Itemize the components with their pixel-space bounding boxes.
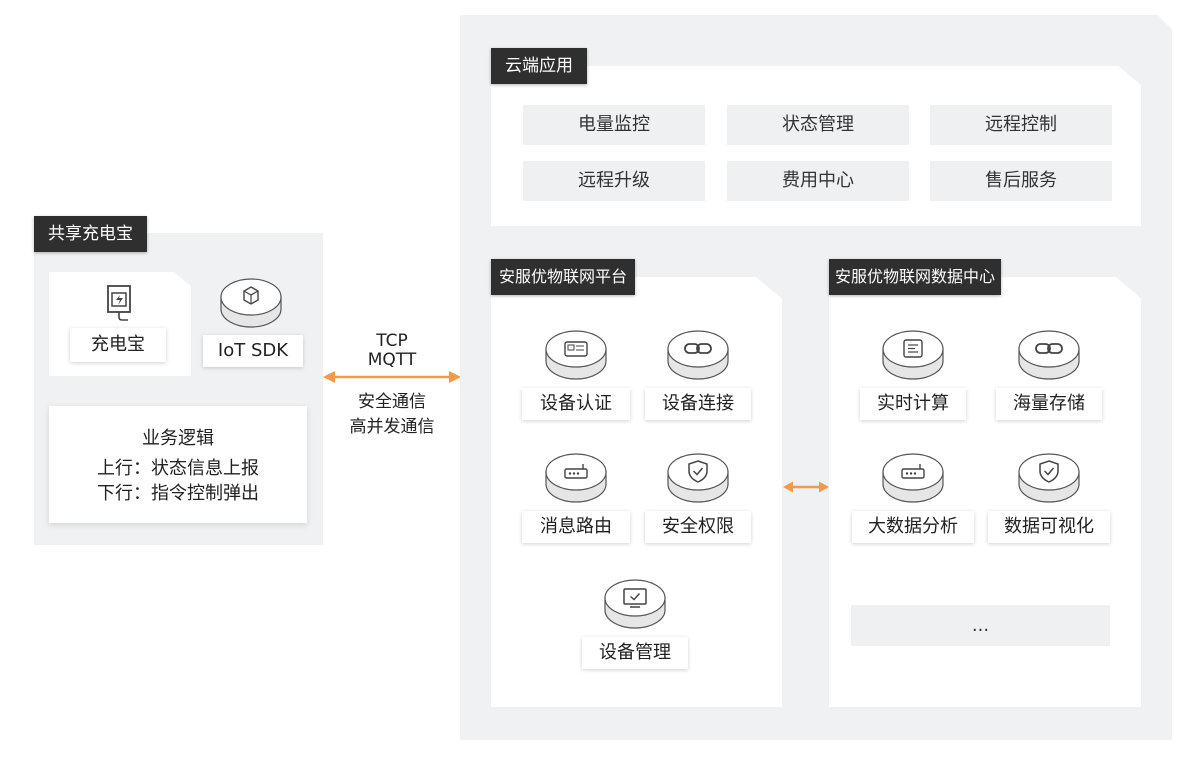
- datacenter-item-mass-storage: 海量存储: [996, 388, 1102, 420]
- visual-shield-icon: [1018, 450, 1080, 504]
- bigdata-router-icon: [882, 450, 944, 504]
- link-icon: [667, 327, 729, 381]
- platform-item-device-auth: 设备认证: [522, 388, 630, 420]
- power-bank-icon: [104, 283, 138, 323]
- platform-item-security-permission: 安全权限: [645, 511, 751, 543]
- app-billing-center: 费用中心: [727, 161, 909, 201]
- datacenter-more: ...: [851, 605, 1110, 646]
- datacenter-title: 安服优物联网数据中心: [829, 259, 1002, 295]
- list-icon: [882, 327, 944, 381]
- storage-link-icon: [1018, 327, 1080, 381]
- business-logic-up: 上行：状态信息上报: [97, 458, 259, 479]
- business-logic-card: [49, 406, 307, 523]
- app-remote-upgrade: 远程升级: [523, 161, 705, 201]
- app-remote-control: 远程控制: [930, 105, 1112, 145]
- feature-secure: 安全通信: [358, 392, 426, 412]
- sdk-label: IoT SDK: [203, 335, 303, 367]
- app-status-management: 状态管理: [727, 105, 909, 145]
- platform-card: [491, 277, 782, 707]
- app-power-monitor: 电量监控: [523, 105, 705, 145]
- platform-item-message-routing: 消息路由: [522, 511, 630, 543]
- datacenter-item-big-data: 大数据分析: [852, 511, 974, 543]
- monitor-check-icon: [604, 576, 666, 630]
- datacenter-item-data-visualization: 数据可视化: [988, 511, 1110, 543]
- platform-item-device-connect: 设备连接: [645, 388, 751, 420]
- bidirectional-arrow-main: [322, 369, 462, 389]
- app-after-sales: 售后服务: [930, 161, 1112, 201]
- cloud-apps-card: [491, 66, 1141, 226]
- sdk-cube-icon: [220, 275, 282, 329]
- datacenter-item-realtime-compute: 实时计算: [860, 388, 966, 420]
- bidirectional-arrow-platform-datacenter: [782, 479, 830, 499]
- cloud-apps-title: 云端应用: [491, 48, 587, 84]
- business-logic-title: 业务逻辑: [142, 428, 214, 449]
- left-panel-title: 共享充电宝: [34, 216, 147, 252]
- id-card-icon: [545, 327, 607, 381]
- platform-item-device-management: 设备管理: [582, 637, 688, 669]
- router-icon: [545, 450, 607, 504]
- business-logic-down: 下行：指令控制弹出: [97, 483, 259, 504]
- shield-check-icon: [667, 450, 729, 504]
- feature-concurrency: 高并发通信: [349, 417, 435, 437]
- protocol-tcp: TCP: [376, 331, 408, 351]
- protocol-mqtt: MQTT: [367, 350, 417, 370]
- platform-title: 安服优物联网平台: [491, 259, 636, 295]
- device-label: 充电宝: [70, 328, 166, 362]
